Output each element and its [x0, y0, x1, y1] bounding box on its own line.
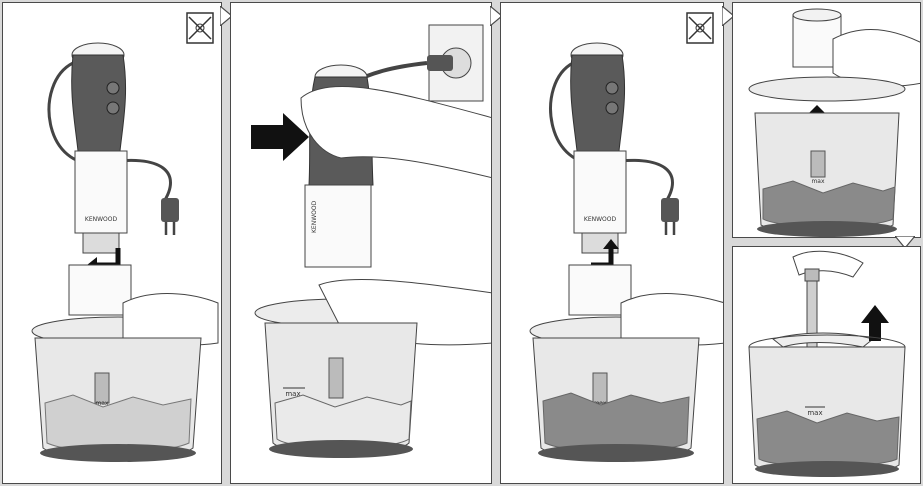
panel-step-1: KENWOOD max [2, 2, 222, 484]
chopper-bowl: max [755, 113, 899, 237]
kenwood-logo: KENWOOD [584, 216, 617, 223]
no-dishwasher-icon [187, 13, 213, 43]
max-label: max [811, 178, 825, 185]
chopper-bowl: max [265, 323, 417, 458]
panel-step-4a: max [732, 2, 921, 238]
power-plug-icon [161, 198, 179, 235]
no-dishwasher-icon [687, 13, 713, 43]
hand-blender-motor: KENWOOD [72, 43, 127, 253]
hand-blender-motor: KENWOOD [571, 43, 626, 253]
panel-step-4b: max [732, 246, 921, 484]
panel-step-3: KENWOOD max [500, 2, 724, 484]
kenwood-logo: KENWOOD [85, 216, 118, 223]
chopper-bowl: max [533, 338, 699, 462]
direction-arrow-icon [251, 113, 309, 161]
chopper-bowl: max [35, 338, 201, 462]
kenwood-logo: KENWOOD [311, 200, 318, 233]
max-label: max [807, 409, 822, 417]
power-plug-icon [661, 198, 679, 235]
panel-step-2: KENWOOD max [230, 2, 492, 484]
chopper-bowl: max [749, 335, 905, 477]
